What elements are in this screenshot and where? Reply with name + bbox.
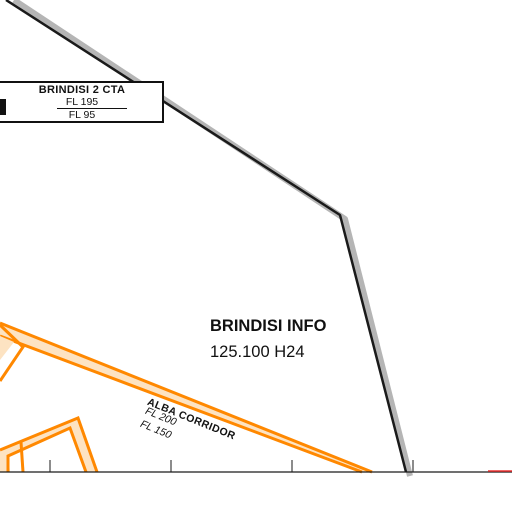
chart-border — [0, 460, 512, 473]
cta-divider — [57, 108, 127, 109]
cta-box-tab — [0, 99, 6, 115]
cta-label-box: BRINDISI 2 CTA FL 195 FL 95 — [0, 81, 164, 123]
corridor-segment-left — [0, 323, 25, 382]
fir-boundary — [5, 0, 413, 477]
cta-upper-limit: FL 195 — [65, 96, 99, 108]
cta-lower-limit: FL 95 — [68, 109, 96, 121]
cta-name: BRINDISI 2 CTA — [38, 84, 126, 96]
fir-name: BRINDISI INFO — [210, 317, 327, 335]
corridor-segment-lower — [0, 416, 99, 473]
alba-corridor-band — [0, 321, 373, 474]
fir-frequency: 125.100 H24 — [210, 343, 305, 361]
